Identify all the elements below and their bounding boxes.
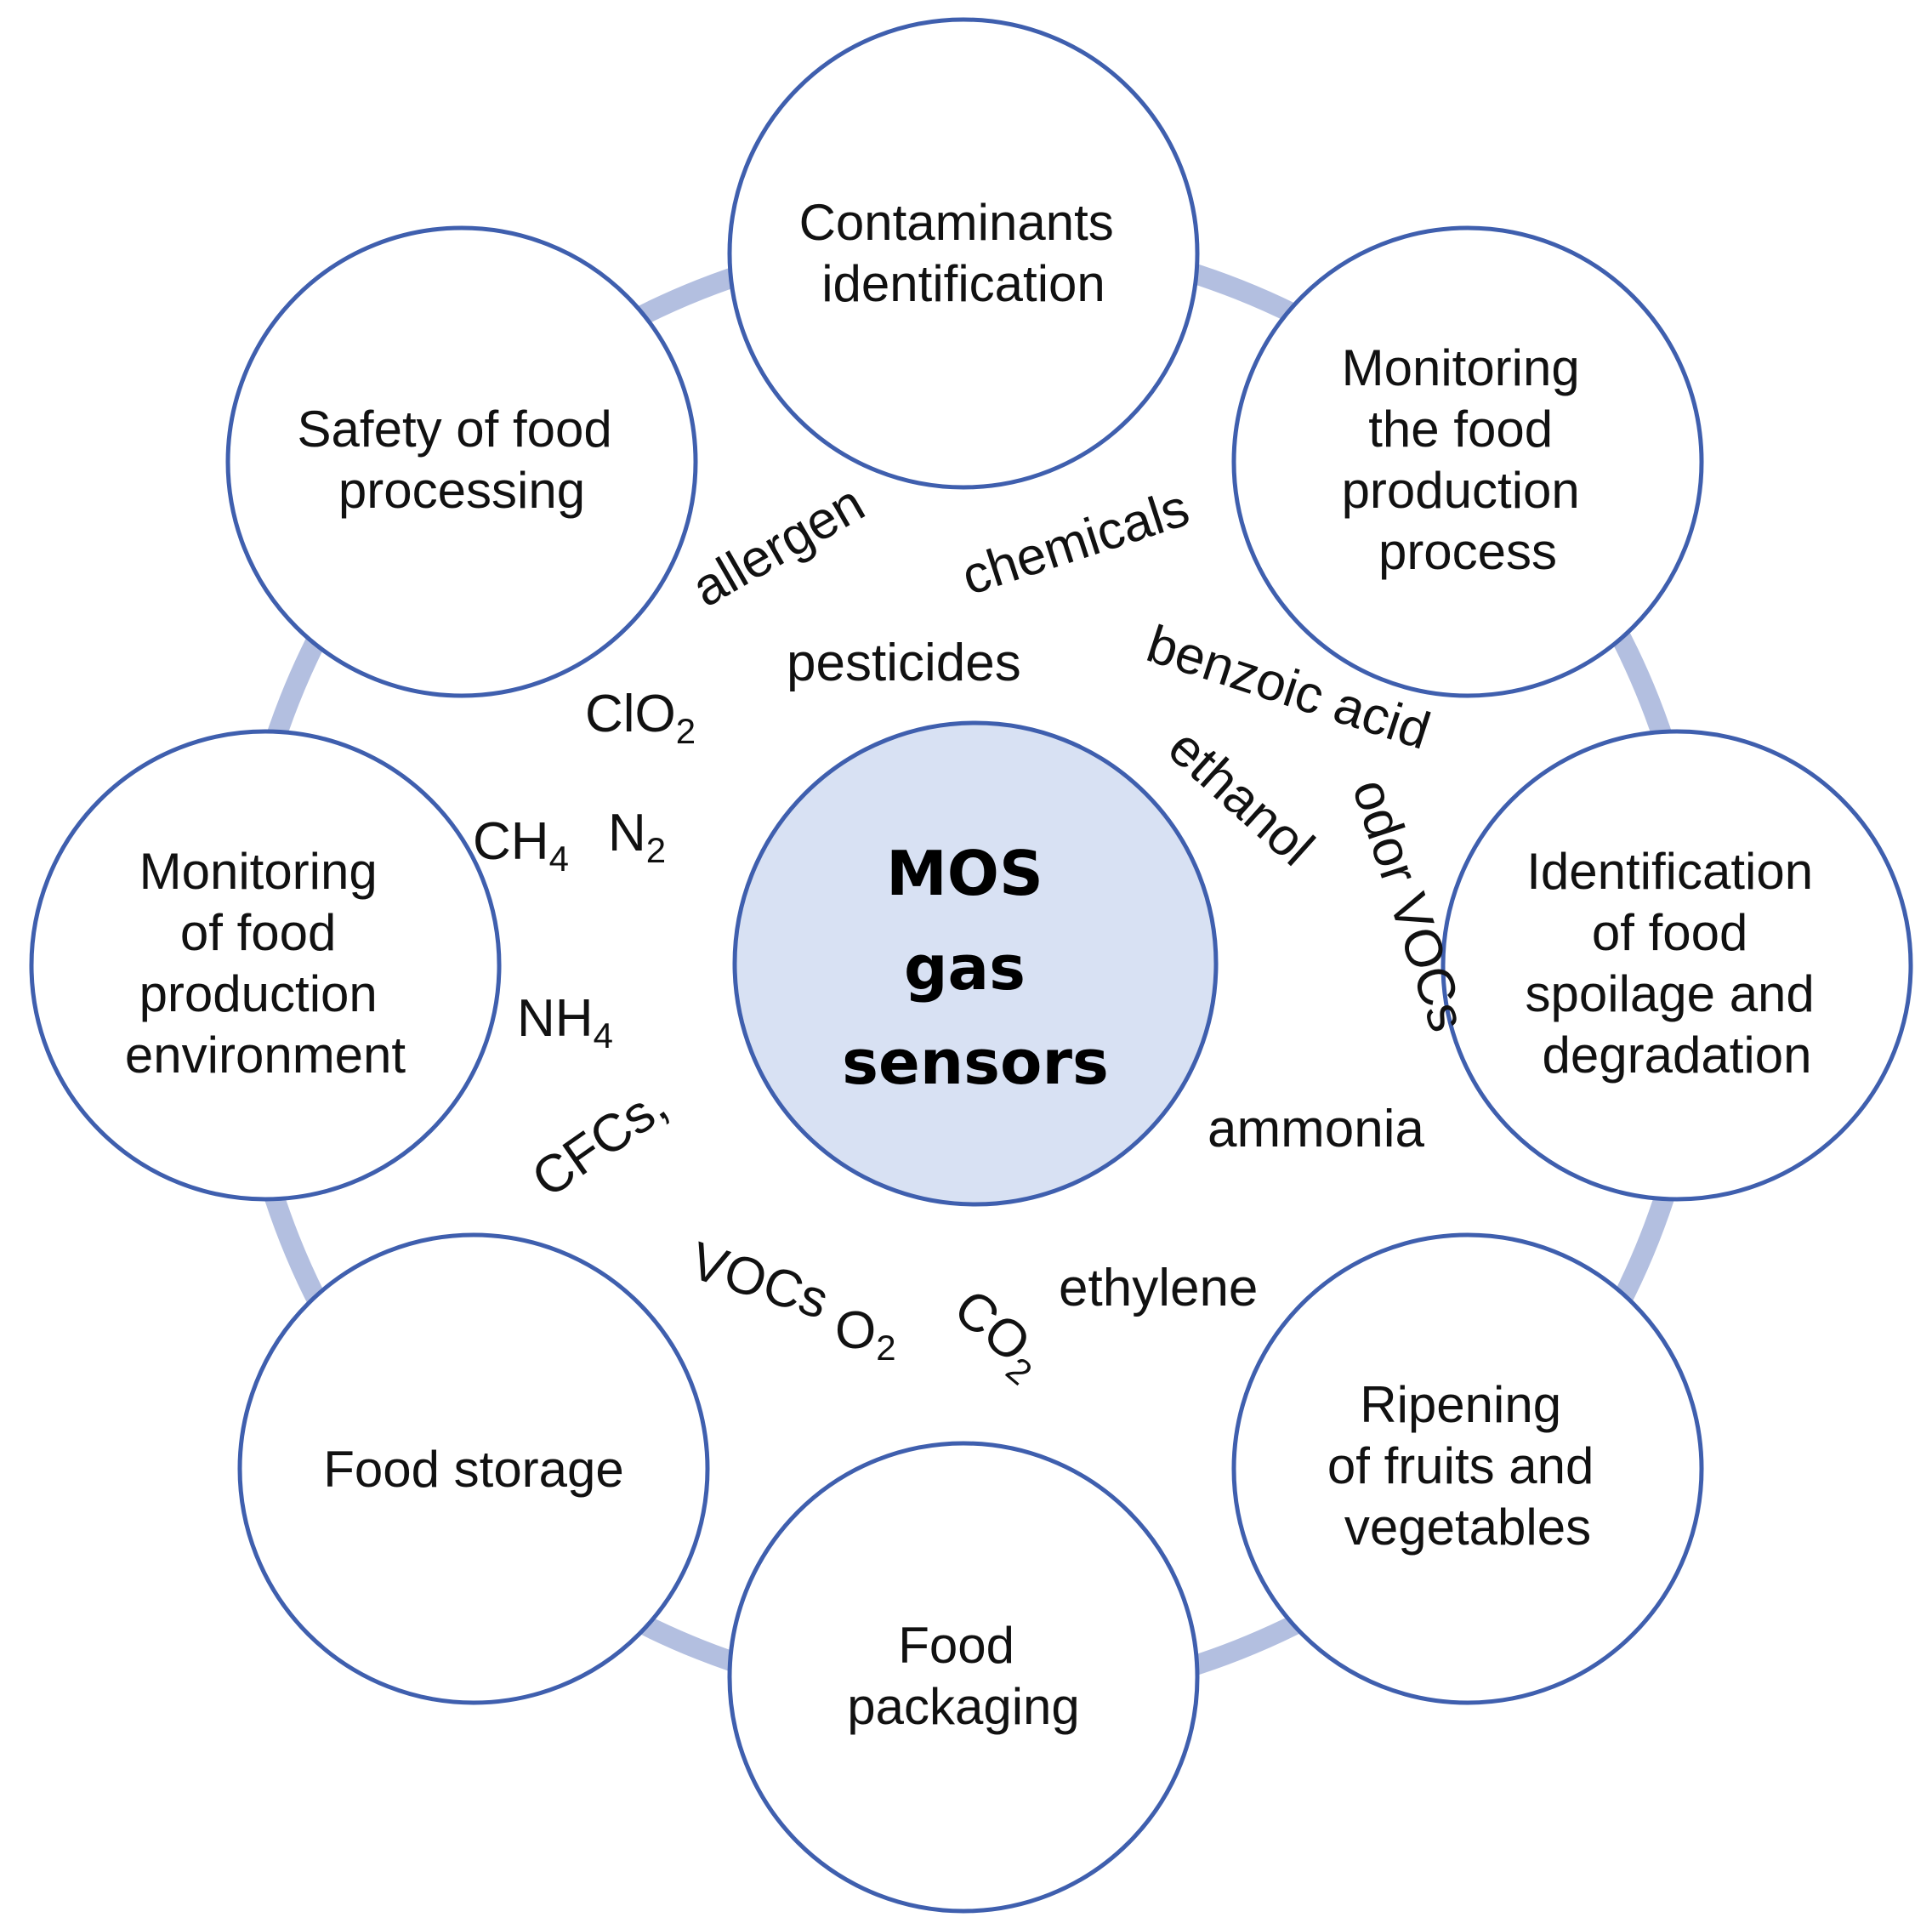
node-environment-line-3: production [139,965,378,1022]
term-ch4: CH4 [473,812,569,879]
node-spoilage: Identification of food spoilage and degr… [1440,729,1913,1202]
node-monitoring-process-line-4: process [1378,523,1557,580]
term-cfcs: CFCs, [521,1075,677,1209]
term-allergen: allergen [683,474,875,618]
node-environment-line-2: of food [180,904,337,961]
node-packaging-line-1: Food [898,1617,1014,1674]
svg-text:Monitoring the food: Monitoring the food production process [1342,339,1594,580]
node-monitoring-process: Monitoring the food production process [1231,225,1704,698]
svg-text:Contaminants identificat: Contaminants identification [799,194,1128,312]
term-n2: N2 [608,804,666,870]
node-ripening-line-1: Ripening [1360,1376,1561,1433]
node-storage: Food storage [237,1232,710,1705]
node-contaminants-line-1: Contaminants [799,194,1114,251]
svg-text:Safety of food processin: Safety of food processing [298,401,627,519]
svg-text:Food packaging: Food packaging [847,1617,1080,1735]
term-ammonia: ammonia [1208,1100,1425,1158]
svg-text:MOS gas sensors: MOS gas sensors [842,838,1109,1098]
term-nh4: NH4 [517,989,613,1055]
node-spoilage-line-4: degradation [1543,1027,1812,1084]
svg-text:Ripening of fruits and: Ripening of fruits and vegetables [1327,1376,1608,1556]
term-clo2: ClO2 [585,685,696,751]
term-ethylene: ethylene [1059,1259,1258,1317]
node-storage-line-1: Food storage [323,1441,624,1498]
center-line-2: gas [904,932,1026,1004]
center-line-3: sensors [842,1027,1109,1098]
node-packaging-line-2: packaging [847,1678,1080,1735]
node-safety-line-2: processing [338,462,585,519]
term-vocs: VOCs [684,1232,836,1331]
node-spoilage-line-2: of food [1592,904,1748,961]
svg-text:Food storage: Food storage [323,1441,624,1498]
svg-text:Identification of food: Identification of food spoilage and degr… [1526,843,1829,1084]
node-environment: Monitoring of food production environmen… [29,729,502,1202]
node-contaminants-line-2: identification [821,255,1105,312]
center-node: MOS gas sensors [732,720,1219,1207]
node-safety-line-1: Safety of food [298,401,612,458]
term-pesticides: pesticides [787,634,1021,692]
node-packaging: Food packaging [727,1441,1200,1914]
node-ripening-line-2: of fruits and [1327,1437,1594,1494]
svg-text:Monitoring of food: Monitoring of food production environmen… [125,843,406,1084]
center-line-1: MOS [886,838,1043,909]
node-ripening: Ripening of fruits and vegetables [1231,1232,1704,1705]
term-co2: CO2 [938,1278,1056,1393]
node-ripening-line-3: vegetables [1344,1499,1591,1556]
node-monitoring-process-line-1: Monitoring [1342,339,1580,396]
node-contaminants: Contaminants identification [727,17,1200,490]
node-safety: Safety of food processing [225,225,698,698]
node-monitoring-process-line-3: production [1342,462,1580,519]
term-o2: O2 [835,1301,896,1368]
node-monitoring-process-line-2: the food [1368,401,1553,458]
node-spoilage-line-1: Identification [1526,843,1813,900]
node-environment-line-1: Monitoring [139,843,378,900]
node-environment-line-4: environment [125,1027,406,1084]
term-chemicals: chemicals [955,479,1196,607]
node-spoilage-line-3: spoilage and [1526,965,1815,1022]
